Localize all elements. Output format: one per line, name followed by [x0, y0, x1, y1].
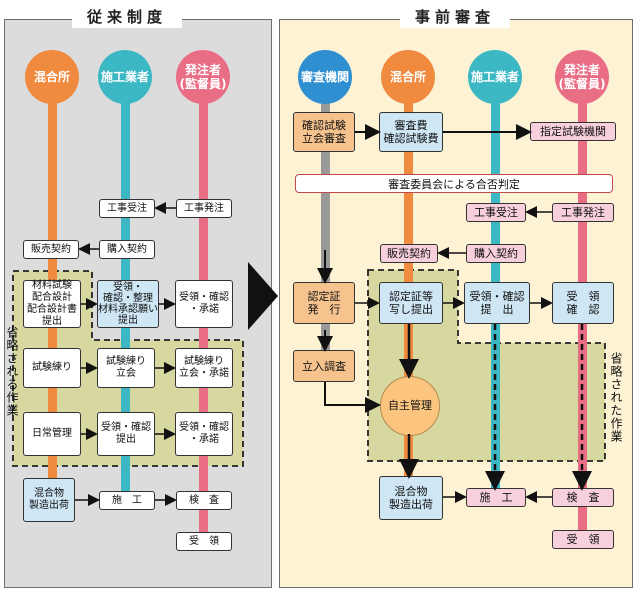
actor-contractor-left: 施工業者 [98, 50, 152, 104]
r-koji-hatchu: 工事発注 [552, 203, 614, 222]
r-seizou: 混合物 製造出荷 [379, 476, 443, 520]
l-juryo-seiri: 受領・ 確認・整理 材料承認願い 提出 [97, 280, 159, 328]
conventional-title: 従来制度 [72, 6, 182, 28]
l-shiken-tachiai: 試験練り 立会 [97, 348, 155, 388]
left-omitted-label: 省略される作業 [5, 326, 19, 417]
actor-plant-left: 混合所 [25, 50, 79, 104]
r-shitei: 指定試験機関 [530, 122, 616, 141]
r-kakunin-shiken: 確認試験 立会審査 [293, 112, 355, 152]
l-koji-hatchu: 工事発注 [176, 199, 232, 218]
l-juryo: 受 領 [176, 532, 232, 551]
l-juryo-teishutsu: 受領・確認 提出 [97, 412, 155, 456]
r-nintei-teishutsu: 認定証等 写し提出 [379, 282, 443, 324]
actor-plant-right: 混合所 [381, 50, 435, 104]
r-tachiiri: 立入調査 [293, 350, 355, 382]
actor-client-right: 発注者 (監督員) [555, 50, 609, 104]
r-juryo: 受 領 [552, 530, 614, 549]
r-juryo-kakunin2: 受 領 確 認 [552, 282, 614, 324]
actor-contractor-right: 施工業者 [468, 50, 522, 104]
assessment-bar: 審査委員会による合否判定 [295, 174, 613, 193]
l-seko: 施 工 [99, 491, 155, 510]
l-zairyo: 材料試験 配合設計 配合設計書 提出 [23, 280, 81, 328]
lane-agency-right [321, 90, 330, 370]
l-juryo-shonin: 受領・確認 ・承諾 [175, 280, 233, 328]
r-juryo-kakunin: 受領・確認 提 出 [464, 282, 530, 324]
l-kensa: 検 査 [176, 491, 232, 510]
actor-agency-right: 審査機関 [298, 50, 352, 104]
r-nintei-hakko: 認定証 発 行 [293, 282, 355, 324]
l-shiken-shodaku: 試験練り 立会・承諾 [175, 348, 233, 388]
l-seizou: 混合物 製造出荷 [23, 478, 75, 522]
r-hanbai: 販売契約 [380, 244, 438, 263]
l-shiken-neri: 試験練り [23, 348, 81, 388]
r-koji-jutyu: 工事受注 [466, 203, 526, 222]
actor-client-left: 発注者 (監督員) [176, 50, 230, 104]
r-konyu: 購入契約 [466, 244, 526, 263]
right-omitted-label: 省略された作業 [609, 352, 623, 443]
r-jishu-circle: 自主管理 [380, 376, 440, 436]
transition-arrow [248, 262, 278, 330]
preliminary-title: 事前審査 [400, 6, 510, 28]
l-nichijo: 日常管理 [23, 412, 81, 456]
r-shinsahi: 審査費 確認試験費 [379, 112, 443, 152]
l-konyu: 購入契約 [99, 240, 155, 259]
